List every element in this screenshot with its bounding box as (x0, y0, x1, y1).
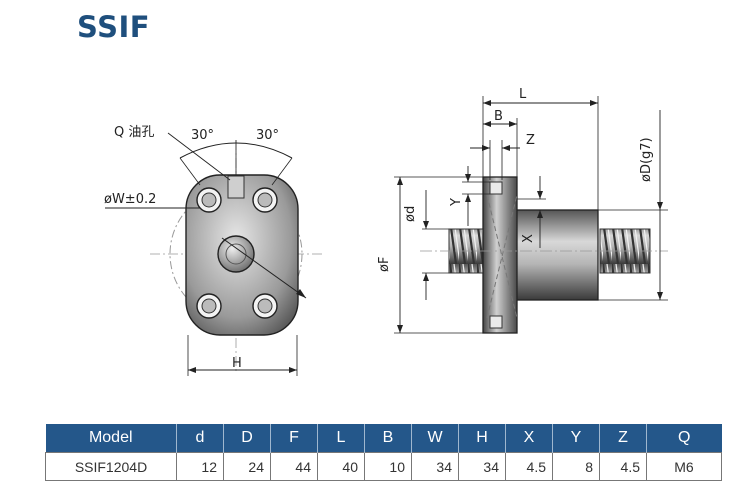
cell-D: 24 (223, 452, 271, 481)
col-D: D (223, 424, 271, 453)
side-view: L B Z Y X ød øF øD(g7) (377, 87, 668, 334)
cell-H: 34 (458, 452, 506, 481)
label-b: B (494, 109, 503, 124)
label-x: X (521, 234, 536, 243)
label-y: Y (449, 198, 464, 207)
col-H: H (458, 424, 506, 453)
table-header-row: Model d D F L B W H X Y Z Q (45, 424, 722, 453)
col-X: X (505, 424, 553, 453)
cell-X: 4.5 (505, 452, 553, 481)
cell-Q: M6 (646, 452, 722, 481)
col-model: Model (45, 424, 177, 453)
table-row: SSIF1204D 12 24 44 40 10 34 34 4.5 8 4.5… (45, 452, 722, 481)
page-title: SSIF (77, 10, 151, 44)
label-d-g7: øD(g7) (639, 137, 654, 182)
col-W: W (411, 424, 459, 453)
label-z: Z (526, 133, 535, 148)
cell-L: 40 (317, 452, 365, 481)
cell-W: 34 (411, 452, 459, 481)
col-Y: Y (552, 424, 600, 453)
label-h: H (232, 356, 242, 371)
cell-F: 44 (270, 452, 318, 481)
col-B: B (364, 424, 412, 453)
spec-table: Model d D F L B W H X Y Z Q SSIF1204D 12… (45, 424, 722, 481)
col-Z: Z (599, 424, 647, 453)
cell-Y: 8 (552, 452, 600, 481)
front-view: Q 油孔 30° 30° øW±0.2 H (104, 125, 322, 376)
technical-drawing: Q 油孔 30° 30° øW±0.2 H (104, 87, 668, 376)
cell-d: 12 (176, 452, 224, 481)
cell-model: SSIF1204D (45, 452, 177, 481)
bolt-holes (196, 187, 278, 319)
label-d-small: ød (403, 206, 418, 222)
cell-B: 10 (364, 452, 412, 481)
label-w-tolerance: øW±0.2 (104, 192, 156, 207)
col-L: L (317, 424, 365, 453)
label-angle-left: 30° (191, 128, 214, 143)
col-Q: Q (646, 424, 722, 453)
col-d: d (176, 424, 224, 453)
cell-Z: 4.5 (599, 452, 647, 481)
label-q-oil-hole: Q 油孔 (114, 125, 154, 140)
col-F: F (270, 424, 318, 453)
label-f: øF (377, 257, 392, 272)
label-l: L (519, 87, 527, 102)
label-angle-right: 30° (256, 128, 279, 143)
